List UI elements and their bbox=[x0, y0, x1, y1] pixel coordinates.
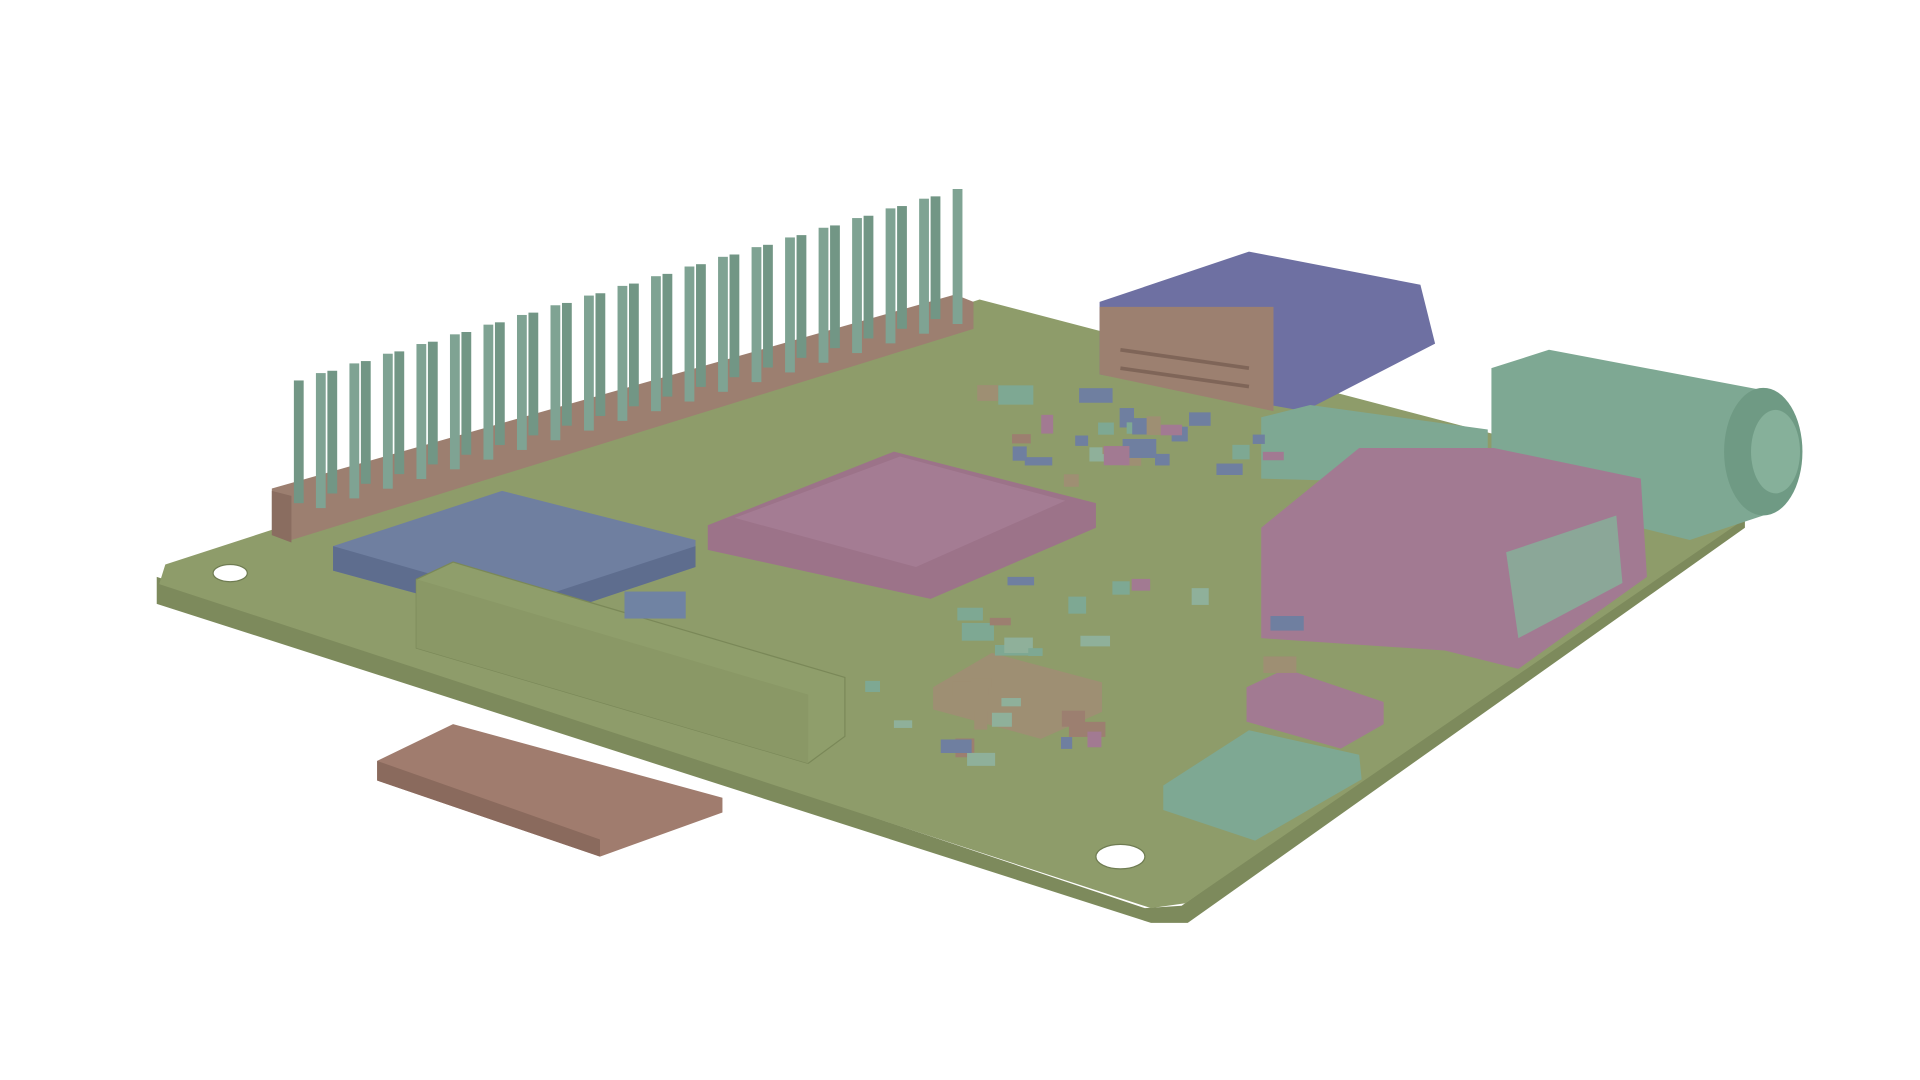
header-pin bbox=[718, 256, 728, 392]
header-pin bbox=[483, 324, 494, 460]
smd-component bbox=[1155, 453, 1170, 466]
header-pin bbox=[528, 312, 539, 436]
header-pin bbox=[584, 295, 594, 431]
header-pin bbox=[818, 227, 829, 363]
smd-component bbox=[961, 622, 994, 641]
smd-component bbox=[1232, 444, 1250, 460]
smd-component bbox=[1068, 596, 1087, 614]
mounting-hole bbox=[212, 563, 248, 583]
smd-component bbox=[1132, 418, 1149, 435]
header-pin bbox=[382, 353, 393, 489]
smd-component bbox=[1270, 616, 1304, 631]
header-pin bbox=[561, 302, 572, 426]
header-pin bbox=[729, 254, 740, 378]
header-pin bbox=[696, 264, 706, 387]
header-pin bbox=[919, 198, 929, 334]
smd-component bbox=[1063, 474, 1079, 487]
header-pin bbox=[360, 361, 371, 484]
header-pin bbox=[293, 380, 304, 504]
header-pin bbox=[516, 314, 527, 450]
smd-component bbox=[1079, 388, 1113, 403]
header-pin bbox=[394, 351, 405, 475]
smd-component bbox=[1103, 446, 1130, 466]
gpio-pins bbox=[293, 189, 963, 509]
smd-component bbox=[1004, 637, 1033, 654]
smd-component bbox=[1263, 656, 1297, 673]
smd-component bbox=[1028, 648, 1043, 656]
header-pin bbox=[897, 206, 907, 329]
header-pin bbox=[550, 305, 561, 441]
smd-component bbox=[989, 617, 1011, 626]
smd-component bbox=[1001, 698, 1021, 707]
header-pin bbox=[751, 247, 762, 383]
header-pin bbox=[796, 235, 807, 358]
smd-component bbox=[1160, 424, 1183, 436]
smd-component bbox=[1087, 731, 1102, 748]
smd-component bbox=[1041, 414, 1054, 434]
header-pin bbox=[461, 332, 472, 455]
header-pin bbox=[785, 237, 795, 373]
header-pin bbox=[315, 373, 326, 509]
smd-component bbox=[1112, 581, 1130, 595]
smd-component bbox=[1098, 422, 1114, 435]
hdmi-port bbox=[1261, 447, 1647, 669]
header-pin bbox=[863, 215, 874, 339]
smd-component bbox=[1146, 416, 1161, 436]
smd-component bbox=[1080, 635, 1111, 647]
smd-component bbox=[1061, 737, 1073, 749]
micro-hdmi-port bbox=[1163, 730, 1362, 841]
smd-component bbox=[1131, 578, 1151, 591]
smd-component bbox=[1075, 435, 1089, 446]
header-pin bbox=[684, 266, 695, 402]
smd-component bbox=[970, 678, 992, 688]
header-pin bbox=[416, 344, 427, 480]
smd-component bbox=[991, 712, 1012, 727]
smd-component bbox=[967, 752, 996, 766]
smd-component bbox=[1189, 412, 1211, 426]
camera-connector-chip bbox=[624, 591, 686, 619]
smd-component bbox=[1216, 463, 1243, 475]
display-connector bbox=[415, 561, 846, 765]
mounting-hole bbox=[1095, 843, 1146, 870]
smd-component bbox=[865, 680, 881, 692]
header-pin bbox=[629, 283, 639, 407]
header-pin bbox=[662, 273, 673, 397]
smd-component bbox=[957, 607, 983, 621]
header-pin bbox=[651, 276, 661, 412]
header-pin bbox=[349, 363, 360, 499]
header-pin bbox=[449, 334, 460, 470]
header-pin bbox=[763, 244, 773, 368]
header-pin bbox=[852, 218, 862, 354]
header-pin bbox=[930, 196, 941, 320]
smd-component bbox=[974, 711, 988, 730]
smd-component bbox=[940, 739, 972, 754]
header-pin bbox=[595, 293, 606, 416]
smd-component bbox=[1024, 457, 1053, 466]
header-pin bbox=[494, 322, 505, 446]
header-pin bbox=[830, 225, 840, 349]
smd-component bbox=[1007, 576, 1035, 586]
smd-component bbox=[1262, 451, 1284, 461]
smd-components bbox=[865, 385, 1304, 766]
sd-card bbox=[377, 724, 723, 857]
soc-chip bbox=[707, 451, 1096, 599]
smd-component bbox=[1252, 434, 1265, 444]
smd-component bbox=[977, 385, 999, 401]
smd-component bbox=[893, 720, 913, 728]
header-pin bbox=[427, 341, 438, 465]
smd-component bbox=[1122, 438, 1157, 458]
header-pin bbox=[952, 189, 963, 324]
power-ic bbox=[1246, 668, 1384, 749]
smd-component bbox=[1012, 434, 1031, 444]
usb-port bbox=[1099, 251, 1436, 412]
smd-component bbox=[1191, 588, 1209, 605]
header-pin bbox=[617, 285, 628, 421]
smd-component bbox=[998, 385, 1034, 405]
header-pin bbox=[327, 370, 338, 494]
smd-component bbox=[1012, 446, 1027, 461]
header-pin bbox=[885, 208, 896, 344]
